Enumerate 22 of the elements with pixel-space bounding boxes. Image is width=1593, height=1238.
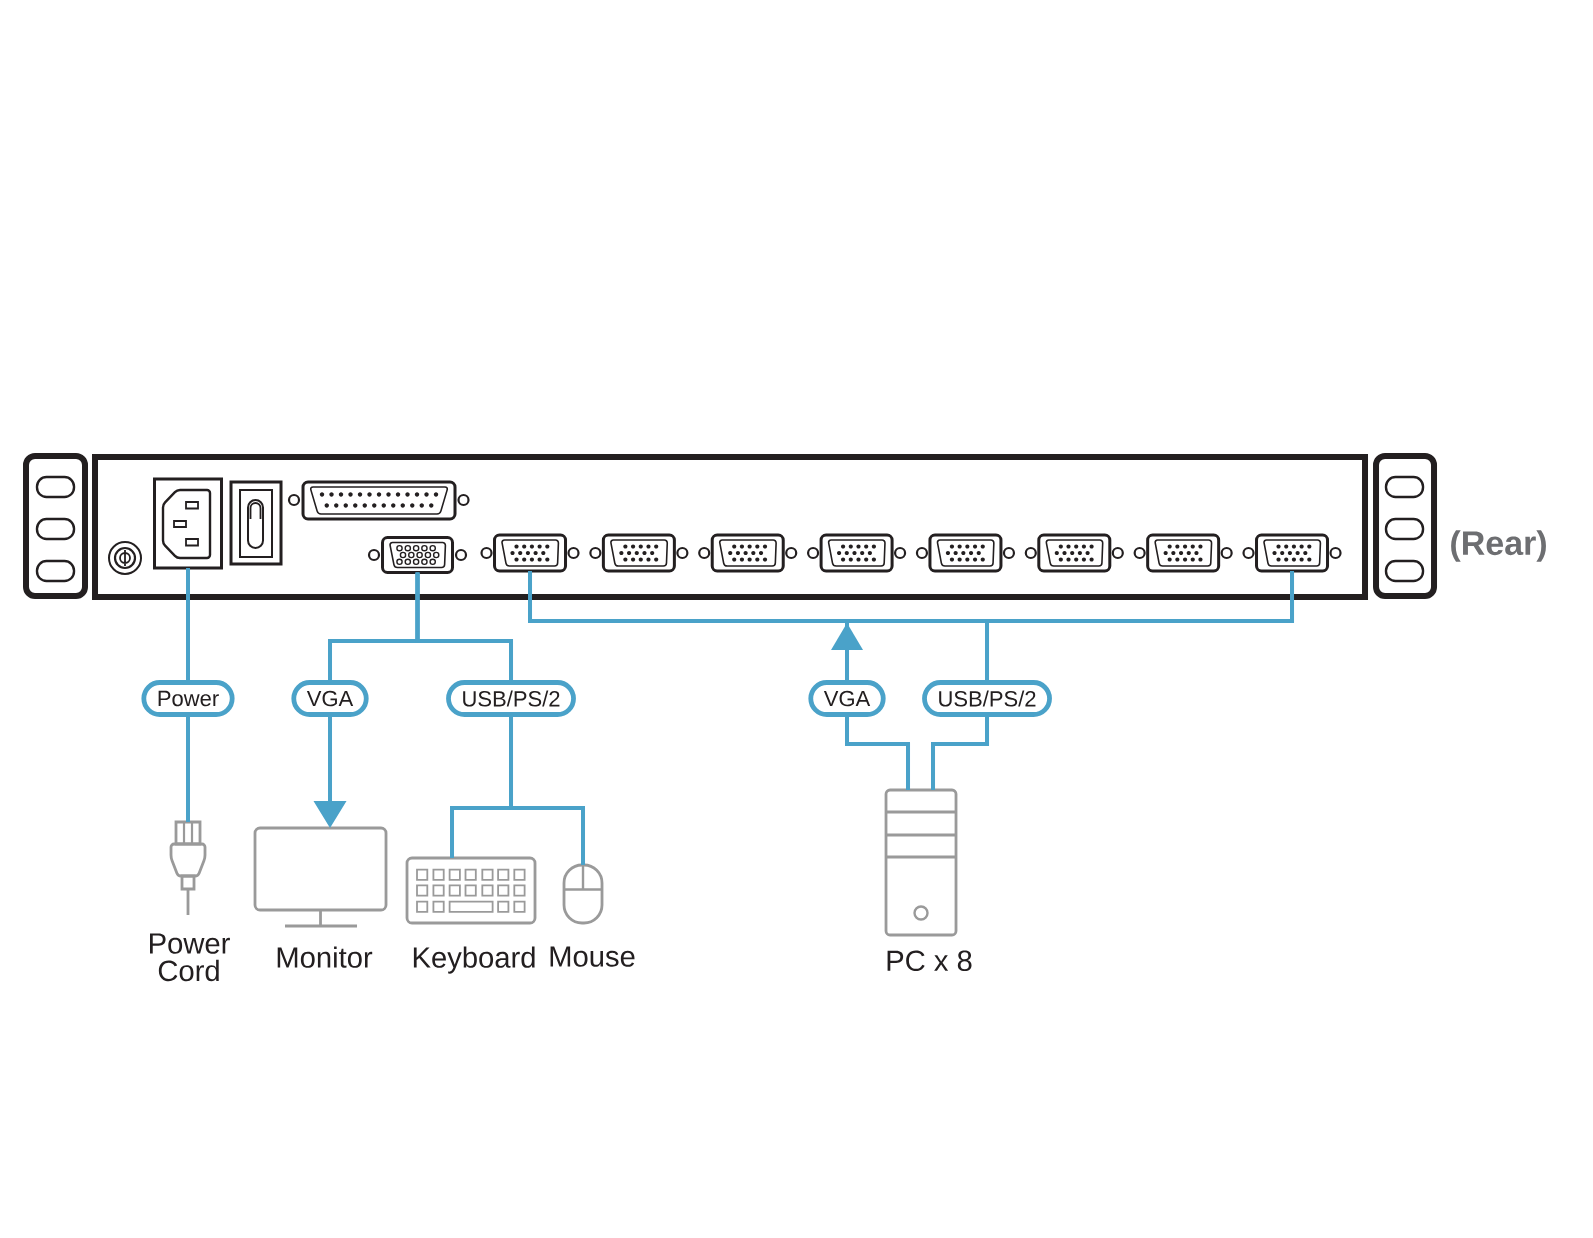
power-inlet — [153, 477, 223, 570]
device-caption: PC x 8 — [887, 950, 972, 972]
vga-port — [589, 533, 689, 573]
edge-label: USB/PS/2 — [922, 680, 1052, 717]
edge-label: USB/PS/2 — [446, 680, 576, 717]
vga-port — [367, 536, 468, 574]
device-caption: Power Cord — [150, 933, 230, 982]
view-label: (Rear) — [1451, 530, 1546, 562]
edge-label: VGA — [808, 680, 886, 717]
arrowhead — [831, 623, 863, 650]
device-caption: Mouse — [550, 946, 635, 967]
vga-port — [698, 533, 798, 573]
vga-port — [915, 533, 1016, 573]
vga-port — [480, 533, 580, 573]
vga-port — [1242, 533, 1342, 573]
edge-label: Power — [141, 680, 235, 717]
vga-port — [1133, 533, 1233, 573]
edge-label: VGA — [291, 680, 369, 717]
vga-port — [1024, 533, 1124, 573]
device-caption: Keyboard — [413, 946, 535, 974]
vga-port — [807, 533, 907, 573]
device-caption: Monitor — [277, 946, 373, 968]
